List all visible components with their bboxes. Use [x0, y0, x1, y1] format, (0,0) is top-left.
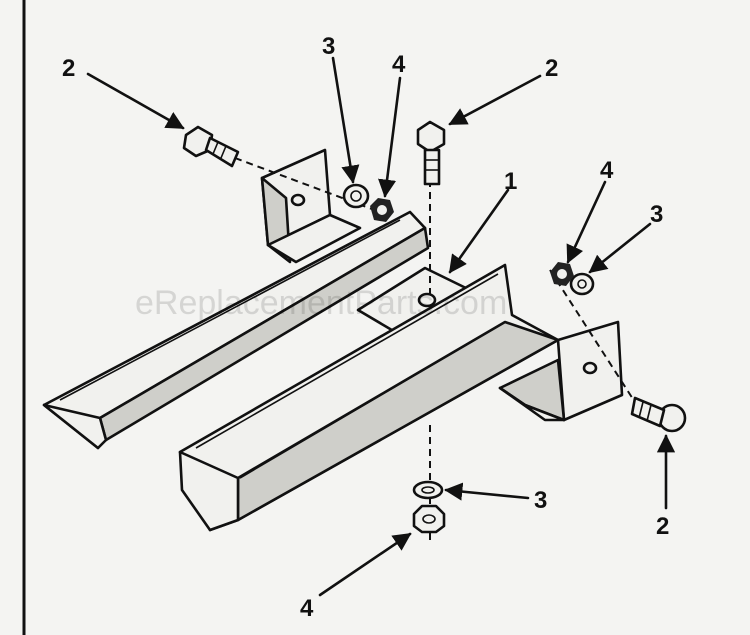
centerline-right — [549, 269, 641, 411]
arrow-c2-top-left — [86, 72, 185, 130]
centerline-left — [234, 157, 381, 213]
callout-3-bottom: 3 — [534, 487, 547, 514]
callout-4-bottom: 4 — [300, 595, 314, 622]
arrow-c3-top — [331, 56, 360, 184]
callout-2-bottom-right: 2 — [656, 513, 669, 540]
lock-washer-bottom — [412, 480, 444, 500]
front-bracket — [498, 320, 624, 422]
nut-top — [370, 198, 394, 222]
callout-3-right: 3 — [650, 201, 663, 228]
arrow-c1 — [448, 188, 510, 274]
callout-4-top: 4 — [392, 51, 406, 78]
nut-right — [550, 262, 574, 286]
bolt-right — [630, 396, 687, 433]
rear-bracket — [260, 148, 362, 264]
arrow-c4-bottom — [318, 532, 412, 597]
callout-1: 1 — [504, 168, 517, 195]
lock-washer-top — [342, 183, 370, 209]
callout-4-right: 4 — [600, 157, 614, 184]
arrow-c3-right — [588, 222, 652, 274]
callout-3-top: 3 — [322, 33, 335, 60]
bolt-top-center — [416, 120, 446, 186]
nut-bottom — [412, 504, 446, 534]
lock-washer-right — [569, 272, 595, 296]
right-rail — [178, 263, 560, 532]
arrow-c2-top-right — [448, 74, 542, 126]
arrow-c3-bottom — [444, 482, 530, 501]
arrow-c4-top — [378, 76, 402, 198]
watermark: eReplacementParts.com — [135, 284, 507, 322]
left-rail — [42, 210, 430, 450]
bolt-top-left — [182, 125, 240, 168]
callout-2-top-right: 2 — [545, 55, 558, 82]
arrow-c4-right — [566, 180, 607, 264]
callout-2-top-left: 2 — [62, 55, 75, 82]
